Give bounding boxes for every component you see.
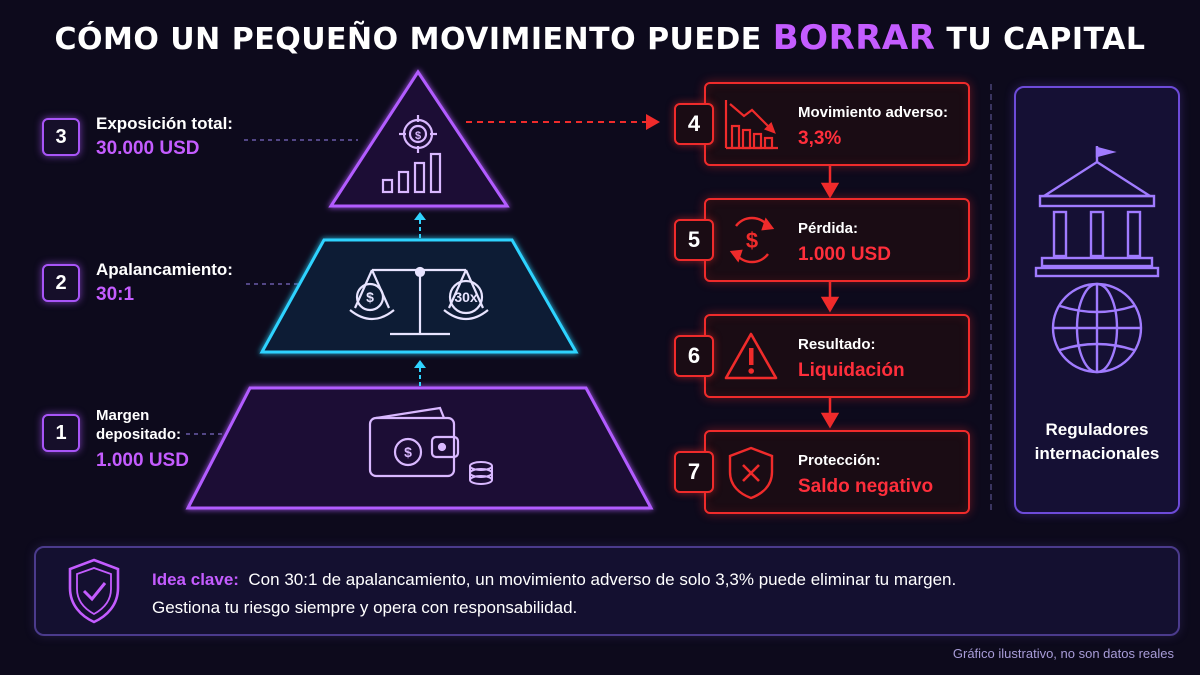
chart-down-icon <box>724 100 778 150</box>
title-text-end: TU CAPITAL <box>935 22 1146 57</box>
shield-x-icon <box>728 446 774 500</box>
step-number-3: 3 <box>42 118 80 156</box>
step-number-4: 4 <box>674 103 714 145</box>
title-text-start: CÓMO UN PEQUEÑO MOVIMIENTO PUEDE <box>54 22 773 57</box>
connector-arrow <box>466 114 660 130</box>
protection-label: Protección: <box>798 452 881 469</box>
wallet-icon <box>368 406 460 478</box>
step-number-2: 2 <box>42 264 80 302</box>
key-idea-text: Con 30:1 de apalancamiento, un movimient… <box>248 570 957 589</box>
margin-label: Margen depositado: <box>96 406 181 444</box>
key-idea-title: Idea clave: <box>152 570 239 589</box>
step-number-1: 1 <box>42 414 80 452</box>
bar-chart-icon <box>381 152 442 194</box>
title-highlight: BORRAR <box>772 18 936 58</box>
step-number-5: 5 <box>674 219 714 261</box>
arrow-down-icon <box>820 164 840 429</box>
step-number-7: 7 <box>674 451 714 493</box>
regulators-panel: Reguladores internacionales <box>1014 86 1180 514</box>
footnote: Gráfico ilustrativo, no son datos reales <box>952 646 1174 661</box>
key-idea-line1: Idea clave: Con 30:1 de apalancamiento, … <box>152 570 956 590</box>
adverse-move-value: 3,3% <box>798 128 842 149</box>
coins-icon <box>469 461 493 485</box>
step-card-protection: 7 Protección: Saldo negativo <box>674 430 970 514</box>
loss-label: Pérdida: <box>798 220 859 237</box>
regulators-label-line1: Reguladores <box>1045 420 1149 439</box>
margin-value: 1.000 USD <box>96 450 189 471</box>
result-label: Resultado: <box>798 336 876 353</box>
institution-icon <box>1034 146 1160 278</box>
vertical-divider <box>990 84 992 510</box>
step-card-adverse-move: 4 Movimiento adverso: 3,3% <box>674 82 970 166</box>
step-card-loss: 5 $ Pérdida: 1.000 USD <box>674 198 970 282</box>
balance-scale-icon <box>349 266 489 336</box>
margin-label-line1: Margen <box>96 407 150 424</box>
globe-icon <box>1051 282 1143 374</box>
protection-value: Saldo negativo <box>798 476 934 497</box>
adverse-move-label: Movimiento adverso: <box>798 104 949 121</box>
exposure-label: Exposición total: <box>96 114 233 133</box>
step-number-6: 6 <box>674 335 714 377</box>
result-value: Liquidación <box>798 360 905 381</box>
arrow-up-icon <box>414 212 426 238</box>
exposure-value: 30.000 USD <box>96 138 200 159</box>
leverage-badge: 30x <box>454 289 478 305</box>
margin-label-line2: depositado: <box>96 426 181 443</box>
svg-text:$: $ <box>746 228 758 253</box>
leverage-value: 30:1 <box>96 284 135 305</box>
key-idea-line2: Gestiona tu riesgo siempre y opera con r… <box>152 598 578 617</box>
svg-text:$: $ <box>404 444 412 460</box>
leverage-label: Apalancamiento: <box>96 260 233 279</box>
key-idea-panel: Idea clave: Con 30:1 de apalancamiento, … <box>34 546 1180 636</box>
svg-text:$: $ <box>415 130 421 142</box>
arrow-up-icon <box>414 360 426 386</box>
page-title: CÓMO UN PEQUEÑO MOVIMIENTO PUEDE BORRAR … <box>0 18 1200 58</box>
regulators-icons <box>1034 146 1160 374</box>
loss-value: 1.000 USD <box>798 244 891 265</box>
regulators-label-line2: internacionales <box>1034 444 1160 463</box>
warning-icon <box>724 332 778 380</box>
step-card-result: 6 Resultado: Liquidación <box>674 314 970 398</box>
regulators-label: Reguladores internacionales <box>1016 418 1178 466</box>
target-dollar-icon <box>399 115 437 153</box>
dollar-loss-icon: $ <box>729 216 775 264</box>
shield-check-icon <box>68 558 120 624</box>
dollar-coin-icon: $ <box>366 289 374 305</box>
pyramid-top-tier <box>328 69 510 208</box>
